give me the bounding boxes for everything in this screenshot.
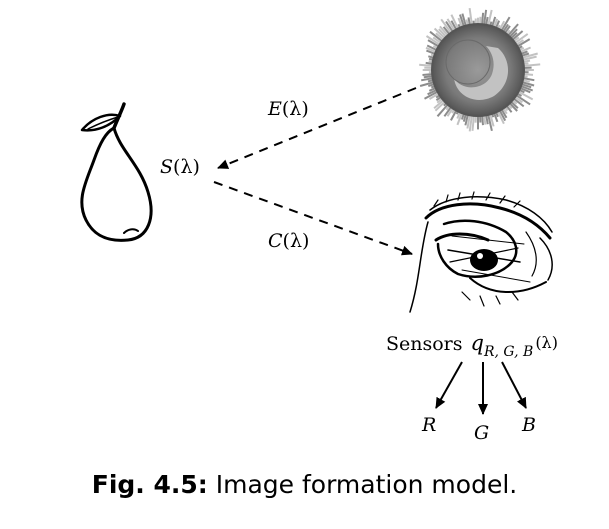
channel-label-b: B (522, 414, 536, 436)
camera-label: C(λ) (268, 232, 309, 251)
sun-ray (419, 63, 434, 67)
figure-caption: Fig. 4.5: Image formation model. (0, 470, 609, 499)
sun-ray (466, 114, 471, 129)
channel-label-g: G (474, 422, 490, 444)
sun-ray (521, 81, 535, 87)
sun-ray (483, 9, 488, 26)
sun-ray (489, 113, 495, 127)
sun-ray (519, 46, 531, 54)
sun-ray (419, 81, 435, 87)
reflectance-fn: S (160, 156, 174, 178)
sun-ray (519, 84, 534, 92)
sun-ray (456, 111, 464, 126)
reflection-arrow (213, 181, 413, 256)
sun-ray (440, 18, 453, 35)
sun-ray (429, 30, 444, 43)
sun-ray (459, 14, 466, 28)
sun-ray (522, 77, 535, 82)
sun-ray (421, 77, 434, 82)
sensor-subscript: R, G, B (483, 344, 534, 360)
pear-icon (80, 102, 153, 242)
sun-ray (433, 27, 447, 40)
sun-ray (461, 13, 467, 27)
channel-arrow-b (501, 361, 527, 409)
sensors-word: Sensors (386, 333, 463, 355)
sun-ray (427, 39, 440, 48)
sun-ray (487, 113, 493, 132)
sun-ray (516, 38, 531, 48)
channel-arrow-r (435, 361, 463, 409)
sun-ray (425, 35, 441, 47)
sun-ray (500, 16, 511, 32)
figure-caption-text: Image formation model. (207, 470, 518, 499)
sensor-arg: (λ) (535, 333, 558, 352)
camera-fn: C (268, 230, 283, 252)
reflectance-label: S(λ) (160, 158, 200, 177)
illumination-arrow (217, 87, 417, 169)
sensor-symbol: q (470, 331, 484, 355)
sun-ray (496, 110, 505, 125)
sun-ray (450, 109, 458, 121)
illumination-arg: (λ) (281, 98, 309, 120)
eye-icon (409, 191, 553, 313)
camera-arg: (λ) (282, 230, 310, 252)
sun-ray (434, 100, 447, 112)
sun-ray (424, 90, 439, 100)
sun-ray (511, 30, 524, 42)
sun-ray (436, 103, 450, 117)
sun-icon (419, 7, 541, 132)
sun-ray (481, 12, 485, 26)
sun-ray (445, 20, 455, 33)
figure-number: Fig. 4.5: (91, 470, 208, 499)
sun-ray (471, 114, 475, 131)
sun-ray (506, 23, 519, 37)
sun-ray (521, 55, 537, 61)
sun-ray (446, 18, 456, 32)
sun-ray (498, 109, 507, 122)
channel-label-r: R (422, 414, 437, 436)
illumination-label: E(λ) (268, 100, 309, 119)
sun-ray (512, 97, 525, 108)
sun-ray (487, 9, 493, 27)
illumination-fn: E (268, 98, 282, 120)
sun-ray (439, 25, 450, 37)
sun-ray (468, 114, 473, 132)
image-formation-diagram (80, 7, 553, 415)
sensors-label: Sensors qR, G, B(λ) (386, 331, 558, 360)
sun-ray (450, 14, 460, 30)
sun-ray (515, 93, 531, 106)
reflectance-arg: (λ) (173, 156, 200, 178)
sun-ray (513, 33, 529, 45)
sun-ray (443, 105, 453, 117)
sun-ray (433, 98, 445, 110)
sun-ray (468, 7, 473, 26)
sun-ray (517, 90, 534, 101)
sun-ray (521, 52, 538, 59)
sun-ray (522, 63, 541, 67)
